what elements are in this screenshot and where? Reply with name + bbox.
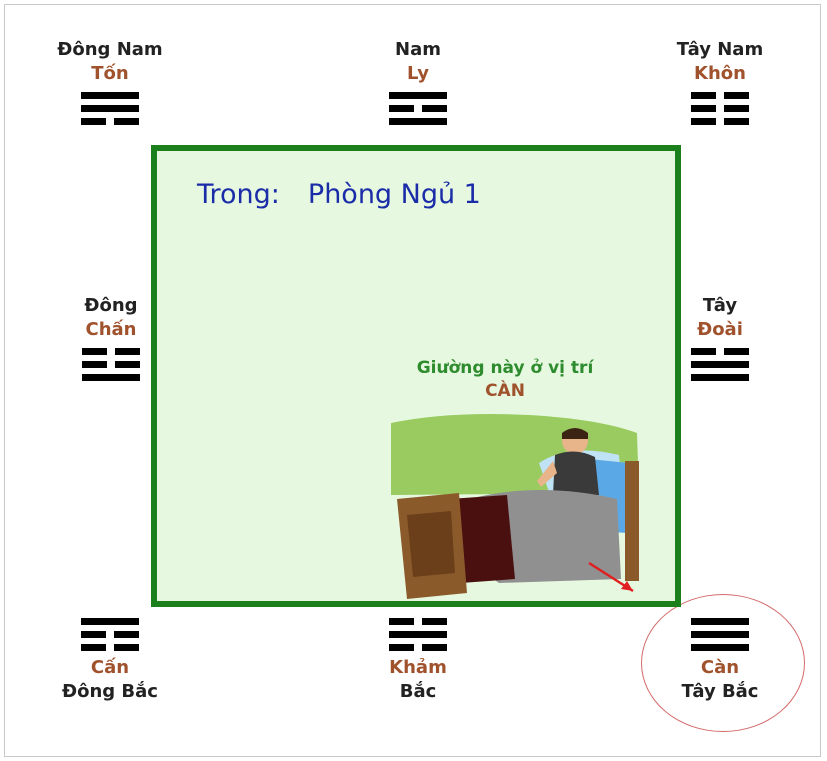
- bed-position-text: Giường này ở vị trí: [416, 358, 594, 378]
- trigram-icon: [82, 348, 140, 381]
- direction-name: Đông: [84, 295, 138, 316]
- yin-line-segment: [114, 118, 139, 125]
- yin-line-segment: [115, 348, 140, 355]
- yin-line-segment: [81, 118, 106, 125]
- bed-illustration: [391, 414, 639, 599]
- direction-name: Nam: [395, 39, 441, 60]
- direction-southeast: Đông Nam Tốn: [35, 38, 185, 130]
- direction-east: Đông Chấn: [36, 294, 186, 386]
- yang-line: [81, 618, 139, 625]
- yin-line-segment: [389, 618, 414, 625]
- direction-name: Tây: [702, 295, 738, 316]
- yang-line: [691, 361, 749, 368]
- yin-line-segment: [114, 644, 139, 651]
- yin-line-segment: [114, 631, 139, 638]
- trigram-name: Đoài: [697, 319, 743, 340]
- yin-line-segment: [422, 644, 447, 651]
- room-name: Phòng Ngủ 1: [307, 179, 481, 210]
- trigram-name: Khảm: [389, 657, 447, 678]
- trigram-name: Ly: [407, 63, 429, 84]
- room-label: Trong:: [197, 179, 280, 210]
- yang-line: [82, 374, 140, 381]
- yang-line: [81, 92, 139, 99]
- room-title: Trong: Phòng Ngủ 1: [197, 179, 481, 210]
- trigram-icon: [81, 618, 139, 651]
- direction-north: Khảm Bắc: [343, 612, 493, 704]
- yin-line-segment: [724, 118, 749, 125]
- trigram-icon: [81, 92, 139, 125]
- highlight-circle: [641, 594, 805, 732]
- direction-name: Đông Nam: [57, 39, 163, 60]
- yin-line-segment: [81, 631, 106, 638]
- yang-line: [81, 105, 139, 112]
- yin-line-segment: [691, 105, 716, 112]
- trigram-name: Khôn: [694, 63, 746, 84]
- yang-line: [691, 374, 749, 381]
- yang-line: [389, 631, 447, 638]
- bedroom-box: Trong: Phòng Ngủ 1 Giường này ở vị trí CÀ…: [151, 145, 681, 607]
- trigram-name: Chấn: [85, 319, 137, 340]
- direction-northeast: Cấn Đông Bắc: [35, 612, 185, 704]
- yin-line-segment: [724, 105, 749, 112]
- trigram-icon: [389, 618, 447, 651]
- yin-line-segment: [691, 118, 716, 125]
- diagram-frame: [4, 4, 821, 757]
- yin-line-segment: [422, 618, 447, 625]
- direction-west: Tây Đoài: [645, 294, 795, 386]
- yin-line-segment: [82, 348, 107, 355]
- trigram-icon: [389, 92, 447, 125]
- trigram-name: Cấn: [90, 657, 130, 678]
- direction-name: Đông Bắc: [62, 681, 158, 702]
- yin-line-segment: [389, 105, 414, 112]
- bed-caption: Giường này ở vị trí CÀN: [345, 357, 665, 403]
- yin-line-segment: [82, 361, 107, 368]
- yin-line-segment: [115, 361, 140, 368]
- trigram-icon: [691, 92, 749, 125]
- direction-name: Tây Nam: [676, 39, 764, 60]
- yin-line-segment: [724, 92, 749, 99]
- yin-line-segment: [389, 644, 414, 651]
- direction-south: Nam Ly: [343, 38, 493, 130]
- bed-gua: CÀN: [485, 381, 525, 401]
- yin-line-segment: [724, 348, 749, 355]
- direction-name: Bắc: [399, 681, 437, 702]
- yin-line-segment: [691, 348, 716, 355]
- direction-southwest: Tây Nam Khôn: [645, 38, 795, 130]
- yin-line-segment: [691, 92, 716, 99]
- yang-line: [389, 92, 447, 99]
- trigram-icon: [691, 348, 749, 381]
- yang-line: [389, 118, 447, 125]
- yin-line-segment: [81, 644, 106, 651]
- trigram-name: Tốn: [91, 63, 129, 84]
- yin-line-segment: [422, 105, 447, 112]
